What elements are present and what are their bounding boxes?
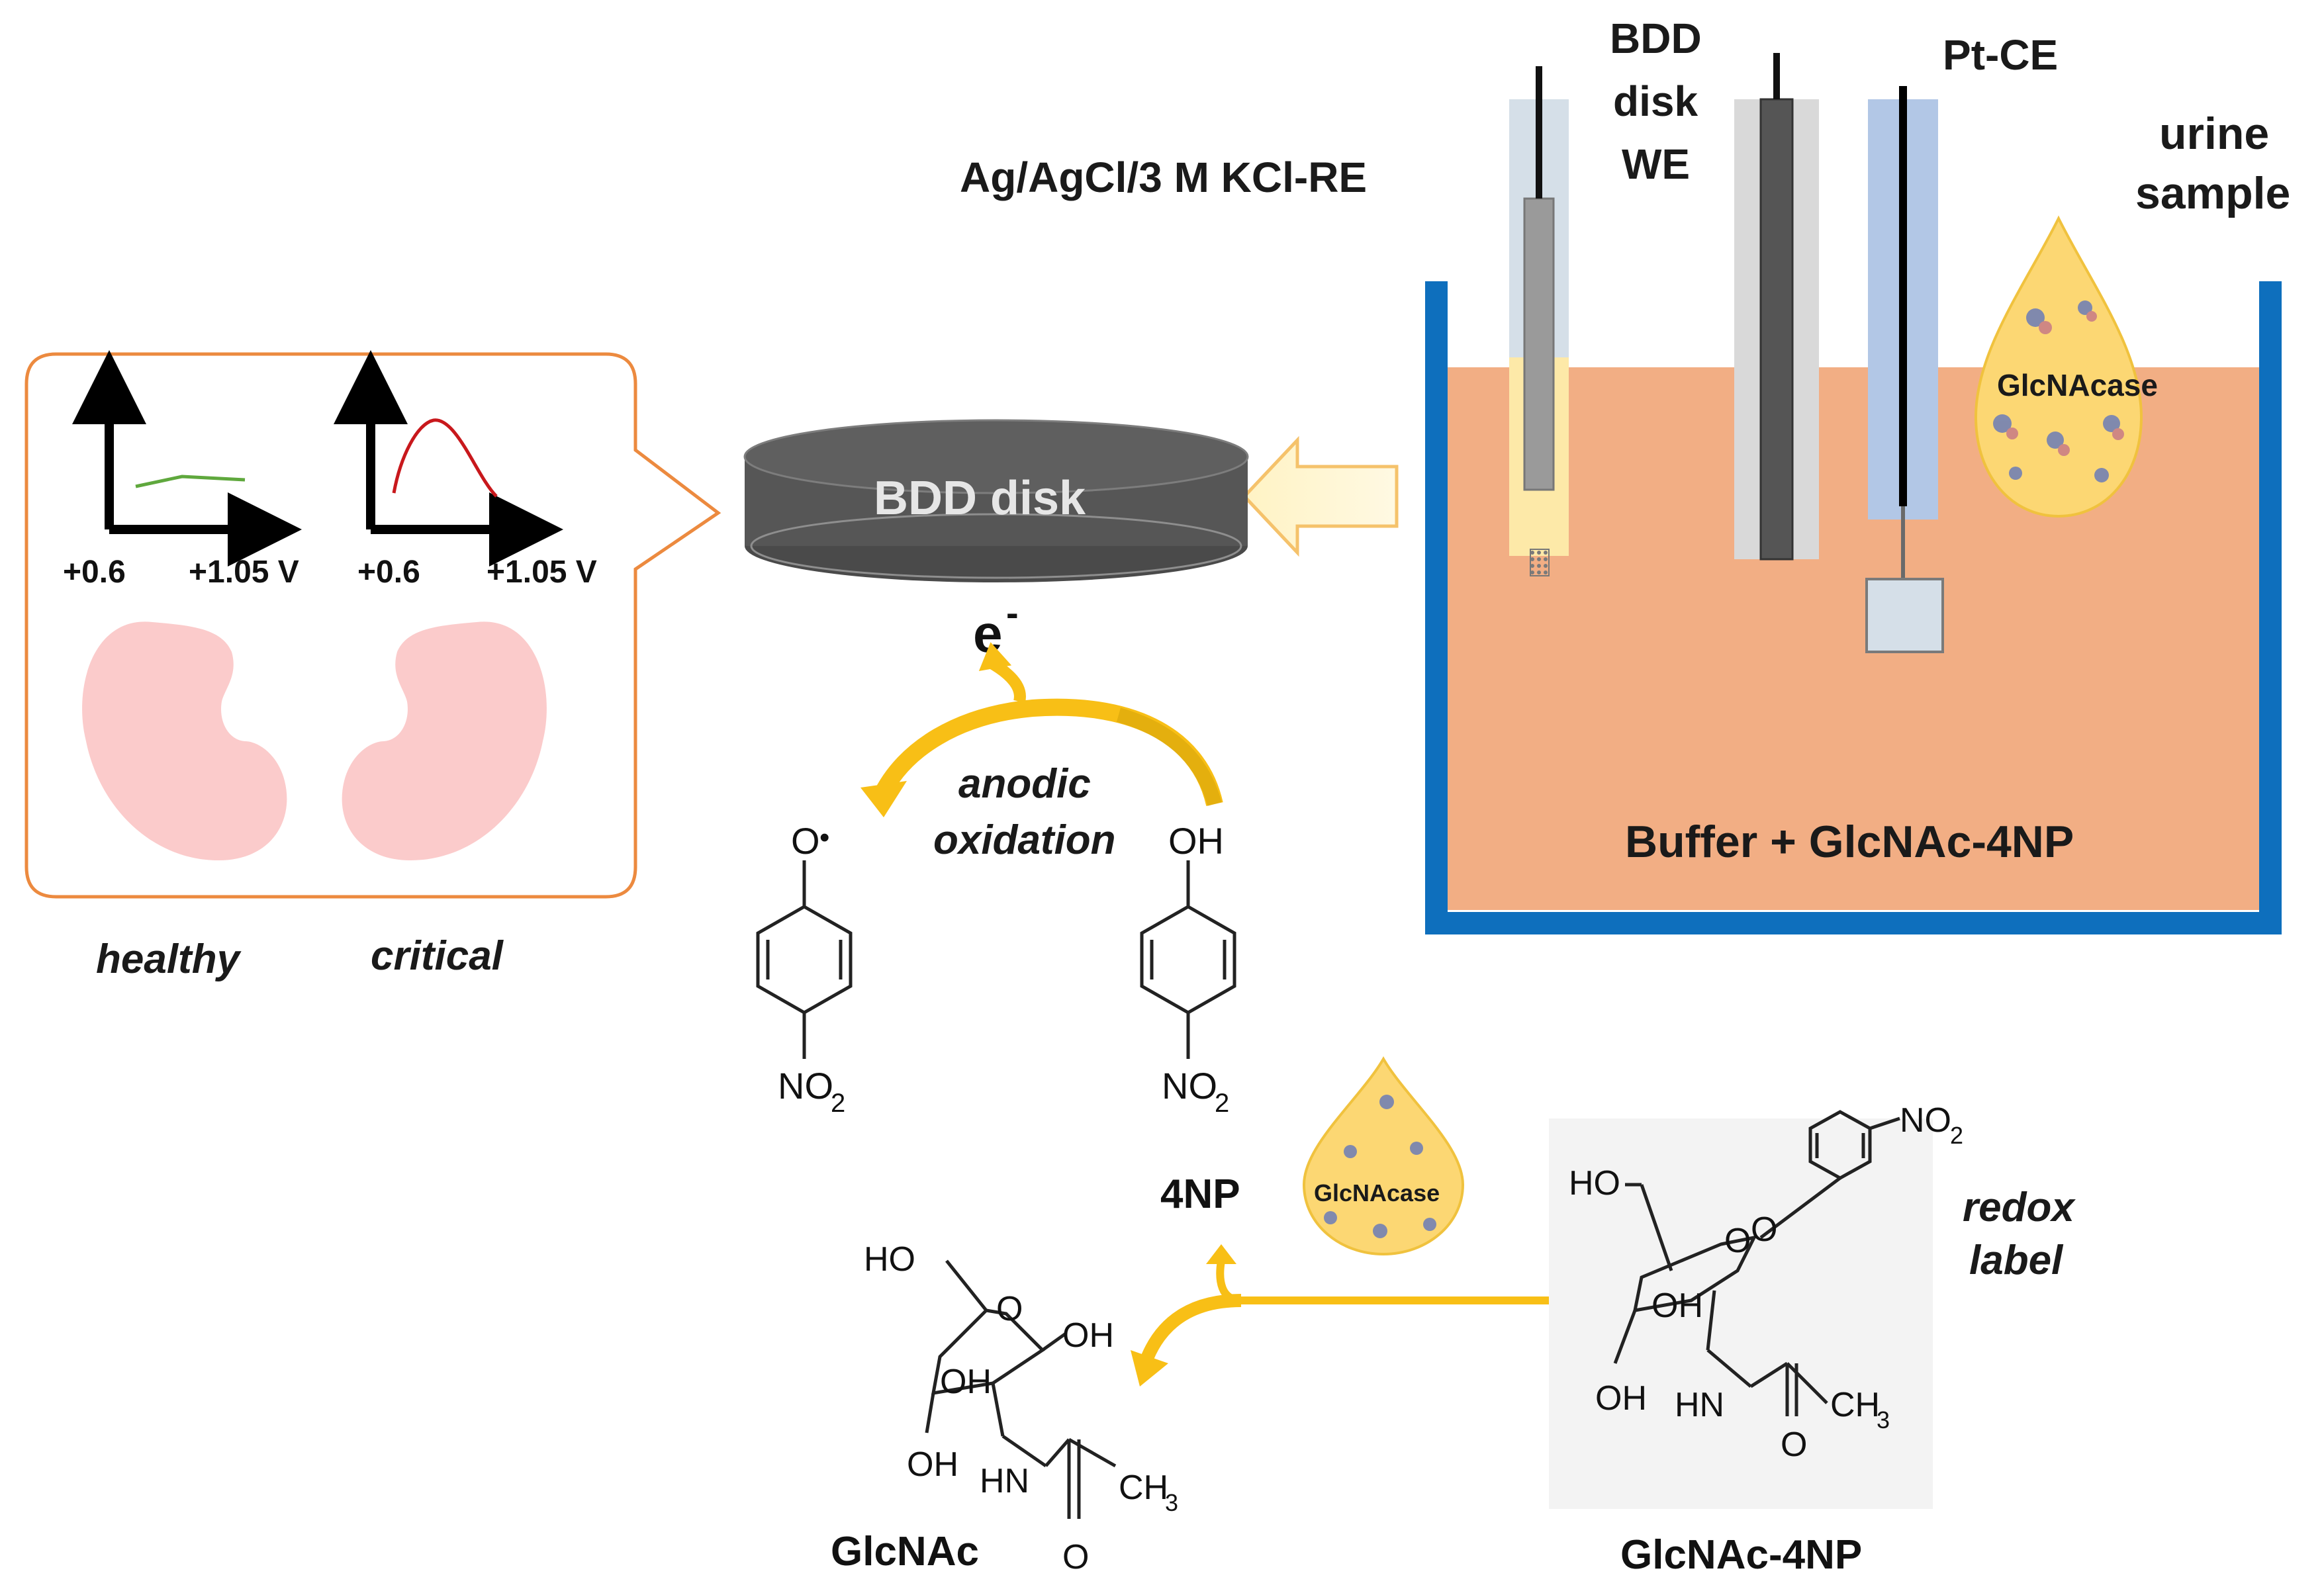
bdd-disk: BDD disk (743, 419, 1249, 582)
glcnacase-drop: GlcNAcase (1302, 1056, 1465, 1256)
critical-voltammogram: +0.6 +1.05 V (334, 350, 597, 590)
urine-sample-drop: GlcNAcase (1974, 215, 2158, 518)
counter-electrode-label: Pt-CE (1943, 31, 2058, 79)
svg-text:-: - (1006, 592, 1019, 633)
disk-label: BDD disk (874, 472, 1086, 525)
svg-text:HO: HO (1569, 1164, 1620, 1203)
svg-text:OH: OH (1062, 1316, 1114, 1355)
hydrolysis-arrow (1131, 1244, 1556, 1386)
glcnac-4np-structure (1613, 1110, 1900, 1416)
svg-text:2: 2 (1215, 1089, 1229, 1118)
svg-text:O: O (996, 1290, 1023, 1328)
glcnac-label: GlcNAc (831, 1529, 979, 1574)
svg-text:3: 3 (1877, 1406, 1890, 1433)
svg-text:HN: HN (980, 1462, 1029, 1500)
substrate-panel (1549, 1118, 1933, 1509)
svg-text:NO: NO (1900, 1101, 1951, 1140)
reference-electrode (1509, 66, 1569, 576)
glcnac-4np-atoms: NO 2 HO O O OH OH HN CH 3 O (1569, 1101, 1963, 1464)
cell-label: Buffer + GlcNAc-4NP (1625, 817, 2074, 867)
svg-text:3: 3 (1165, 1489, 1178, 1516)
hollow-arrow-to-disk (1242, 435, 1399, 557)
oxidation-arrow (860, 642, 1223, 817)
svg-text:CH: CH (1830, 1386, 1880, 1424)
drop-enzyme-label: GlcNAcase (1997, 368, 2158, 402)
svg-text:OH: OH (1651, 1287, 1703, 1325)
healthy-xmax: +1.05 V (189, 555, 299, 590)
svg-text:HN: HN (1675, 1386, 1724, 1424)
svg-text:CH: CH (1119, 1469, 1168, 1507)
enzyme-cluster (1993, 300, 2124, 482)
working-electrode (1734, 53, 1819, 561)
critical-label: critical (371, 933, 504, 979)
electrochemical-cell: Buffer + GlcNAc-4NP (960, 15, 2290, 934)
svg-text:O: O (1781, 1426, 1807, 1464)
svg-text:HO: HO (864, 1240, 915, 1279)
oxidation-label-line1: anodic (958, 761, 1091, 807)
svg-text:O: O (1724, 1222, 1751, 1260)
svg-text:2: 2 (1950, 1122, 1963, 1149)
small-drop-enzyme-label: GlcNAcase (1314, 1179, 1440, 1206)
substrate-label: GlcNAc-4NP (1620, 1532, 1862, 1578)
svg-text:OH: OH (1595, 1379, 1647, 1418)
working-electrode-label-1: BDD (1610, 15, 1702, 62)
4-nitrophenol: OH NO 2 (1140, 820, 1236, 1118)
healthy-label: healthy (96, 936, 242, 982)
frit (1530, 549, 1550, 576)
svg-text:NO: NO (778, 1065, 833, 1107)
svg-text:2: 2 (831, 1089, 845, 1118)
svg-text:•: • (819, 821, 829, 854)
critical-xmin: +0.6 (357, 555, 420, 590)
phenoxy-radical: O • NO 2 (756, 820, 853, 1118)
working-electrode-label-3: WE (1622, 140, 1690, 188)
4np-label: 4NP (1160, 1171, 1240, 1217)
svg-text:OH: OH (907, 1445, 958, 1484)
critical-kidney (342, 621, 547, 860)
glcnac-atoms: HO O OH OH OH HN CH 3 O (864, 1240, 1178, 1576)
redox-label-line1: redox (1963, 1185, 2076, 1230)
svg-text:O: O (1062, 1538, 1089, 1576)
svg-text:NO: NO (1162, 1065, 1217, 1107)
vessel-wall (1425, 281, 2282, 934)
working-electrode-label-2: disk (1613, 77, 1698, 125)
counter-electrode (1865, 86, 1944, 653)
pt-mesh (1865, 578, 1944, 653)
redox-label-line2: label (1969, 1238, 2064, 1283)
oxidation-label-line2: oxidation (933, 817, 1116, 863)
reference-electrode-label: Ag/AgCl/3 M KCl-RE (960, 154, 1367, 201)
sample-label-line2: sample (2135, 168, 2290, 218)
glcnac-structure (925, 1259, 1117, 1519)
sample-label-line1: urine (2159, 109, 2269, 159)
healthy-kidney (82, 621, 287, 860)
svg-text:OH: OH (1168, 820, 1224, 862)
critical-xmax: +1.05 V (487, 555, 597, 590)
healthy-voltammogram: +0.6 +1.05 V (63, 350, 302, 590)
svg-text:OH: OH (940, 1363, 992, 1401)
healthy-xmin: +0.6 (63, 555, 126, 590)
svg-text:O: O (1751, 1210, 1777, 1249)
svg-text:O: O (791, 820, 820, 862)
diagnosis-callout: +0.6 +1.05 V +0.6 +1.05 V (24, 350, 721, 899)
